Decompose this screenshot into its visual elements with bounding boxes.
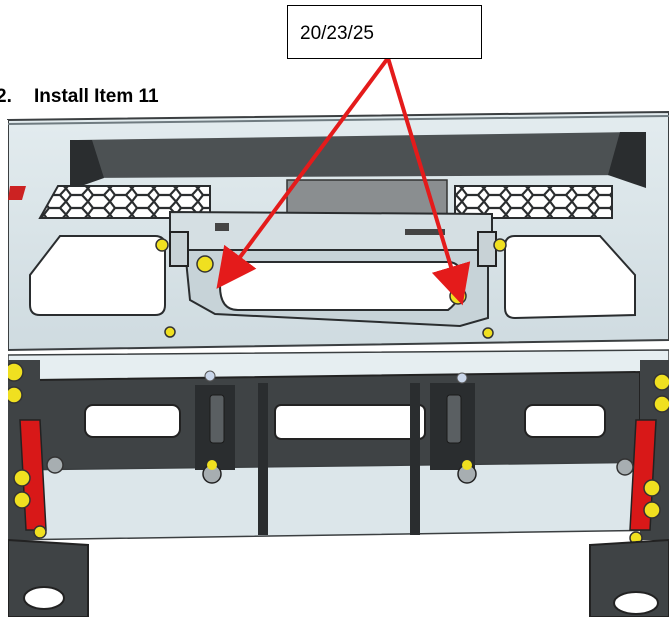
plate-slot [218,261,464,311]
callout-arrow-left [216,56,390,289]
lower-frame [7,349,669,541]
left-cutout [29,235,166,316]
right-cutout [504,235,636,320]
mounting-plate [169,210,497,328]
callout-arrow-right [386,57,471,306]
step-heading: 2. Install Item 11 [0,86,159,108]
callout-label-box: 20/23/25 [287,5,482,59]
right-side-bracket [589,360,669,617]
callout-label: 20/23/25 [300,23,374,44]
right-grill [454,185,613,219]
left-side-bracket [4,360,89,617]
step-title: Install Item 11 [34,86,159,107]
step-number: 2. [0,86,12,107]
callout-arrows [216,56,471,306]
